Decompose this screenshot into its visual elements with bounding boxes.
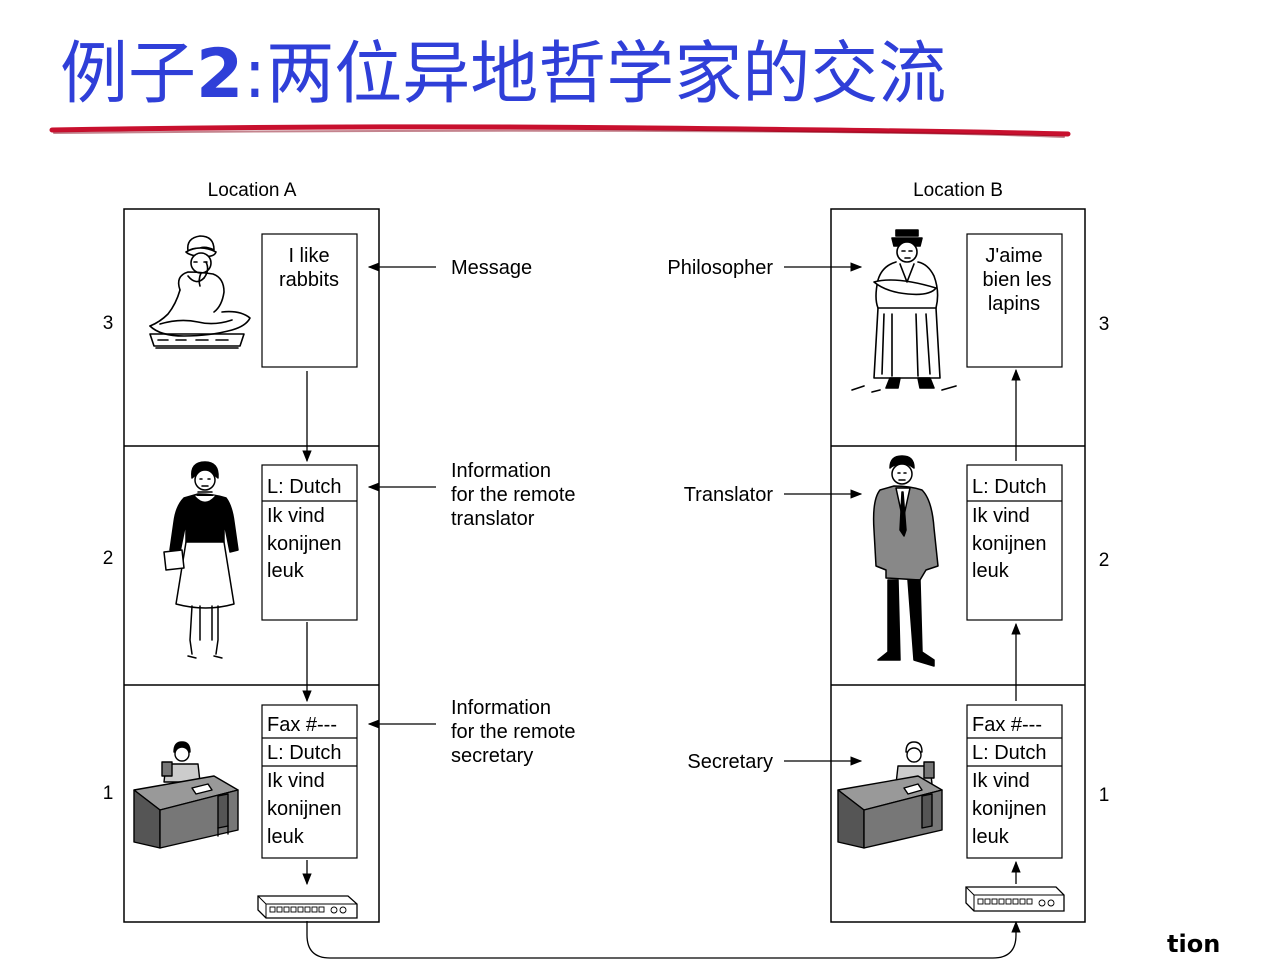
title-prefix: 例子 (60, 35, 197, 114)
message-b3-line-1: J'aime (985, 245, 1042, 267)
callout-info-secretary-line-3: secretary (451, 745, 533, 767)
title-number: 2 (196, 35, 244, 114)
dutch-a1-line-3: leuk (267, 826, 305, 848)
translator-icon (872, 455, 939, 667)
dutch-b1-line-1: Ik vind (972, 770, 1030, 792)
location-a-label: Location A (208, 180, 297, 201)
modem-b (965, 886, 1065, 912)
message-box-b2: L: Dutch Ik vind konijnen leuk (966, 464, 1063, 621)
philosopher-icon (149, 235, 251, 349)
title-underline (49, 124, 1071, 138)
message-b3-line-2: bien les (983, 269, 1052, 291)
philosopher-icon (851, 229, 957, 393)
translator-icon (163, 461, 239, 659)
message-box-a1: Fax #--- L: Dutch Ik vind konijnen leuk (261, 704, 358, 859)
dutch-b1-line-2: konijnen (972, 798, 1047, 820)
layer-1-right: 1 (1099, 785, 1110, 806)
dutch-b2-line-3: leuk (972, 560, 1010, 582)
location-a-stack (123, 208, 380, 923)
header-lang-b1: L: Dutch (972, 742, 1046, 764)
layer-1-left: 1 (103, 783, 114, 804)
secretary-icon (133, 741, 239, 849)
footer-text: tion (1167, 930, 1221, 958)
dutch-b2-line-1: Ik vind (972, 505, 1030, 527)
callout-secretary: Secretary (687, 751, 773, 773)
location-b-label: Location B (913, 180, 1003, 201)
header-lang-a1: L: Dutch (267, 742, 341, 764)
dutch-b1-line-3: leuk (972, 826, 1010, 848)
transmission-line (306, 920, 1021, 959)
dutch-a1-line-2: konijnen (267, 798, 342, 820)
message-box-b1: Fax #--- L: Dutch Ik vind konijnen leuk (966, 704, 1063, 859)
callout-info-translator-line-3: translator (451, 508, 535, 530)
dutch-a2-line-1: Ik vind (267, 505, 325, 527)
secretary-icon (837, 741, 943, 849)
message-box-b3: J'aime bien les lapins (966, 233, 1063, 368)
layer-3-right: 3 (1099, 314, 1110, 335)
header-lang-b2: L: Dutch (972, 476, 1046, 498)
dutch-b2-line-2: konijnen (972, 533, 1047, 555)
slide-title: 例子2:两位异地哲学家的交流 (60, 30, 946, 120)
message-a3-line-1: I like (288, 245, 329, 267)
modem-a (257, 895, 358, 919)
callout-philosopher: Philosopher (667, 257, 773, 279)
message-a3-line-2: rabbits (279, 269, 339, 291)
message-b3-line-3: lapins (988, 293, 1040, 315)
header-fax-a1: Fax #--- (267, 714, 337, 736)
header-fax-b1: Fax #--- (972, 714, 1042, 736)
fax-modem-icon (257, 895, 358, 919)
callout-info-translator-line-1: Information (451, 460, 551, 482)
callout-translator: Translator (684, 484, 774, 506)
layer-2-left: 2 (103, 548, 114, 569)
callout-info-secretary-line-1: Information (451, 697, 551, 719)
dutch-a1-line-1: Ik vind (267, 770, 325, 792)
callout-message: Message (451, 257, 532, 279)
dutch-a2-line-3: leuk (267, 560, 305, 582)
callout-info-translator-line-2: for the remote (451, 484, 576, 506)
title-rest: :两位异地哲学家的交流 (243, 35, 947, 114)
layer-3-left: 3 (103, 313, 114, 334)
message-box-a3: I like rabbits (261, 233, 358, 368)
message-box-a2: L: Dutch Ik vind konijnen leuk (261, 464, 358, 621)
dutch-a2-line-2: konijnen (267, 533, 342, 555)
callout-info-secretary-line-2: for the remote (451, 721, 576, 743)
location-b-stack (830, 208, 1086, 923)
fax-modem-icon (965, 886, 1065, 912)
layer-2-right: 2 (1099, 550, 1110, 571)
header-lang-a2: L: Dutch (267, 476, 341, 498)
